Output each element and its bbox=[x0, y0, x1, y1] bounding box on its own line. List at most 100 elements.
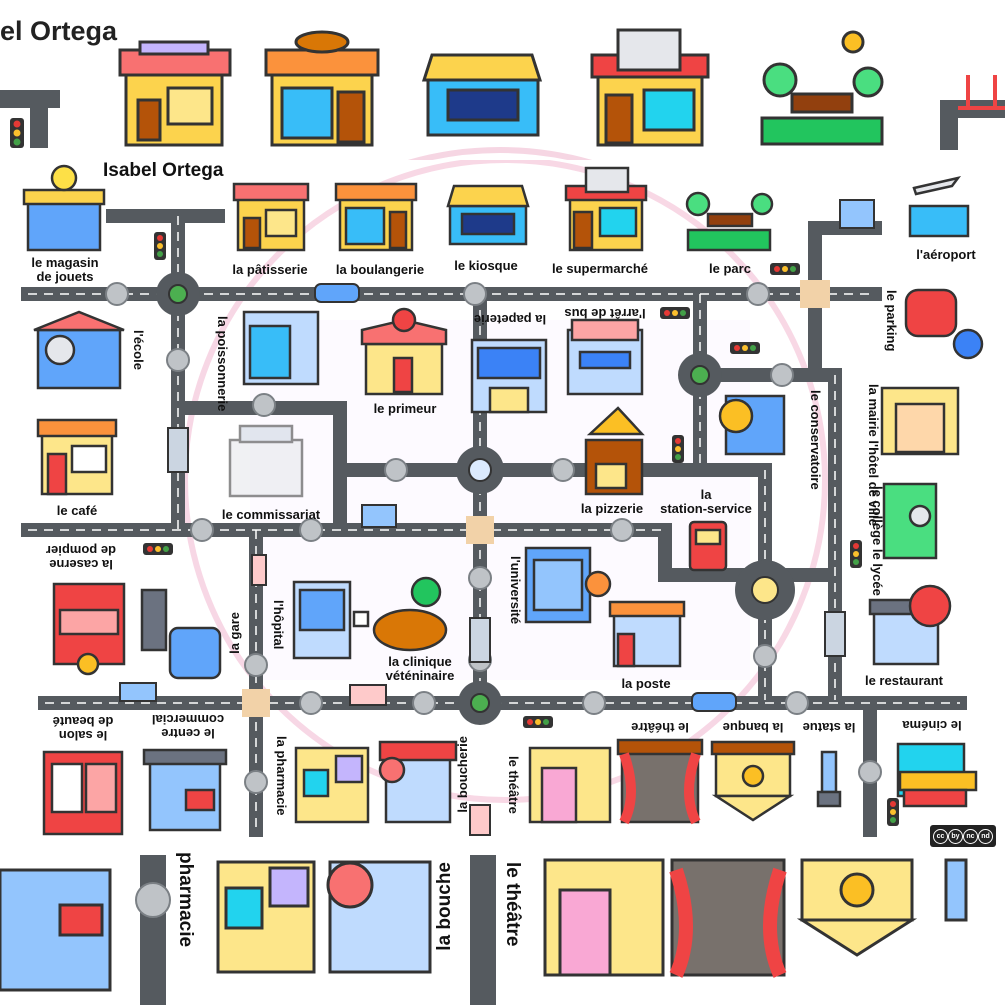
license-nc: nc bbox=[963, 828, 978, 844]
label-primeur: le primeur bbox=[373, 401, 437, 416]
train-station-icon bbox=[140, 588, 222, 680]
bottom-label-pharmacie: pharmacie bbox=[175, 852, 196, 948]
hospital-icon bbox=[292, 580, 370, 660]
fire-station-icon bbox=[52, 582, 126, 676]
label-gare: la gare bbox=[227, 612, 242, 654]
label-college: le collège le lycée bbox=[870, 486, 885, 596]
bank-icon bbox=[796, 858, 918, 957]
license-by: by bbox=[948, 828, 963, 844]
supermarket-icon bbox=[590, 28, 710, 147]
label-restaurant: le restaurant bbox=[864, 673, 944, 688]
label-patisserie: la pâtisserie bbox=[232, 262, 308, 277]
kiosk-icon bbox=[446, 184, 530, 246]
pastry-shop-icon bbox=[232, 182, 310, 252]
label-boucherie: la boucherie bbox=[455, 736, 470, 813]
label-aeroport: l'aéroport bbox=[916, 247, 976, 262]
kiosk-icon bbox=[421, 53, 543, 137]
bank-icon bbox=[710, 740, 796, 822]
pharmacy-icon bbox=[294, 746, 370, 824]
town-hall-icon bbox=[880, 386, 960, 456]
bakery-icon bbox=[334, 182, 418, 252]
label-poissonnerie: la poissonnerie bbox=[215, 316, 230, 412]
pastry-shop-icon bbox=[118, 40, 232, 147]
theatre-curtain-icon bbox=[616, 738, 704, 825]
label-mairie: la mairie l'hôtel de ville bbox=[866, 384, 881, 526]
bottom-strip bbox=[0, 855, 968, 1005]
license-badge: cc by nc nd bbox=[930, 825, 996, 847]
restaurant-icon bbox=[868, 584, 952, 666]
banner-title: el Ortega bbox=[0, 16, 118, 46]
park-icon bbox=[760, 30, 884, 146]
label-station-service: la station-service bbox=[660, 487, 752, 516]
label-supermarche: le supermarché bbox=[551, 261, 649, 276]
theatre-curtain-icon bbox=[669, 858, 787, 978]
university-icon bbox=[524, 546, 612, 624]
label-caserne: la caserne de pompier bbox=[45, 543, 117, 572]
label-kiosque: le kiosque bbox=[454, 258, 518, 273]
license-cc: cc bbox=[933, 828, 948, 844]
label-arret-de-bus: l'arrêt de bus bbox=[564, 306, 646, 321]
greengrocer-icon bbox=[360, 307, 448, 396]
label-pizzerie: la pizzerie bbox=[580, 501, 644, 516]
label-statue: la statue bbox=[802, 720, 856, 735]
statue-icon bbox=[944, 858, 968, 922]
label-commissariat: le commissariat bbox=[221, 507, 321, 522]
statue-icon bbox=[816, 750, 842, 808]
bakery-icon bbox=[264, 30, 380, 147]
author-name: Isabel Ortega bbox=[103, 160, 224, 181]
parking-icon bbox=[904, 288, 984, 360]
main-map bbox=[21, 160, 984, 837]
label-theatre-1: le théâtre bbox=[506, 756, 521, 814]
label-clinique: la clinique véténinaire bbox=[385, 654, 455, 683]
label-ecole: l'école bbox=[131, 330, 146, 370]
airport-icon bbox=[908, 176, 970, 238]
label-hopital: l'hôpital bbox=[271, 600, 286, 650]
label-parking: le parking bbox=[884, 290, 899, 352]
label-theatre-2: le théâtre bbox=[631, 720, 689, 735]
bottom-label-bouche: la bouche bbox=[434, 862, 455, 951]
label-magasin-de-jouets: le magasin de jouets bbox=[31, 255, 99, 284]
roundabout-icon bbox=[156, 272, 795, 725]
vet-clinic-icon bbox=[372, 576, 448, 652]
college-icon bbox=[882, 482, 938, 560]
label-cafe: le café bbox=[56, 503, 98, 518]
label-boulangerie: la boulangerie bbox=[335, 262, 425, 277]
bridge-icon bbox=[958, 75, 1005, 110]
supermarket-icon bbox=[564, 166, 648, 252]
label-universite: l'université bbox=[508, 556, 523, 625]
label-salon: le salon de beauté bbox=[52, 714, 114, 743]
beauty-salon-icon bbox=[42, 750, 124, 836]
police-station-icon bbox=[228, 424, 304, 498]
conservatory-icon bbox=[718, 394, 786, 456]
bottom-label-theatre: le théâtre bbox=[502, 862, 523, 947]
cafe-icon bbox=[36, 418, 118, 496]
park-icon bbox=[685, 191, 774, 252]
label-pharmacie: la pharmacie bbox=[274, 736, 289, 816]
label-centre-commercial: le centre commercial bbox=[151, 712, 225, 741]
pharmacy-icon bbox=[216, 860, 316, 974]
label-poste: la poste bbox=[621, 676, 671, 691]
license-nd: nd bbox=[978, 828, 993, 844]
top-banner bbox=[0, 28, 1005, 160]
fish-shop-icon bbox=[242, 310, 320, 386]
butcher-icon bbox=[326, 860, 432, 974]
pizzeria-icon bbox=[584, 406, 645, 496]
label-parc: le parc bbox=[709, 261, 751, 276]
school-icon bbox=[33, 310, 125, 390]
label-banque: la banque bbox=[722, 720, 784, 735]
label-papeterie: la papeterie bbox=[473, 312, 547, 327]
cinema-icon bbox=[896, 742, 978, 808]
stationery-icon bbox=[470, 338, 548, 414]
traffic-light-icon bbox=[10, 118, 24, 148]
mall-icon bbox=[142, 748, 228, 832]
butcher-icon bbox=[378, 740, 458, 824]
gas-station-icon bbox=[688, 520, 728, 572]
toy-store-icon bbox=[22, 164, 106, 252]
theatre-icon bbox=[528, 746, 612, 824]
label-cinema: le cinéma bbox=[902, 718, 962, 733]
bus-stop-icon bbox=[566, 318, 644, 396]
theatre-icon bbox=[543, 858, 665, 977]
label-conservatoire: le conservatoire bbox=[808, 390, 823, 490]
crosswalk-icon bbox=[105, 282, 882, 794]
